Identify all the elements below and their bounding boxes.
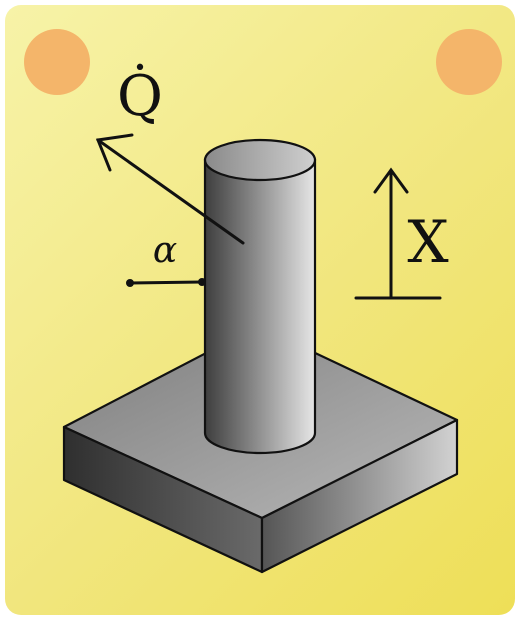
cylinder-fin: [203, 138, 317, 455]
arrow-up-icon: [354, 167, 442, 300]
cylinder-top: [203, 138, 317, 182]
corner-dot-right: [436, 29, 502, 95]
heat-flow-label: Q̇: [117, 63, 163, 129]
angle-marker: [126, 278, 206, 287]
corner-dot-left: [24, 29, 90, 95]
cylinder-body: [203, 158, 317, 455]
arrow-up-left-icon: [95, 133, 245, 245]
height-label: X: [407, 208, 449, 276]
base-plate-front-right: [260, 418, 459, 574]
angle-label: α: [153, 230, 177, 271]
